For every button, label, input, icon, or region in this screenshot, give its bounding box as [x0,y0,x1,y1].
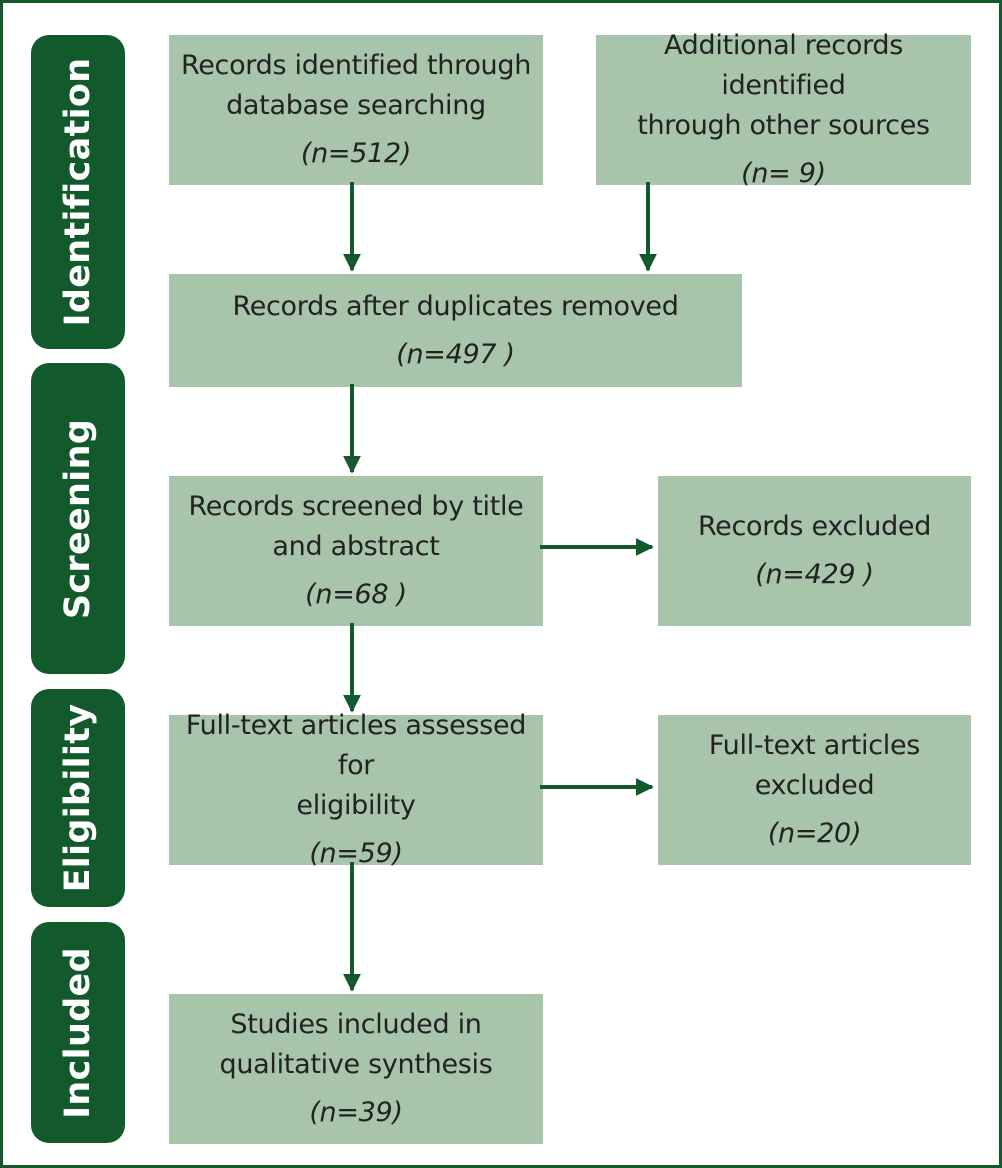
box-included-studies-count: (n=39) [309,1097,403,1128]
box-excluded-count: (n=429 ) [755,559,874,590]
box-other-sources-count: (n= 9) [741,158,826,189]
phase-eligibility: Eligibility [31,689,125,907]
box-fulltext-assessed-label: Full-text articles assessed for eligibil… [185,710,527,821]
box-other-sources-label: Additional records identified through ot… [637,30,930,141]
box-database-records-label: Records identified through database sear… [180,50,532,121]
box-other-sources: Additional records identified through ot… [596,30,971,189]
box-fulltext-assessed: Full-text articles assessed for eligibil… [169,710,543,869]
phase-screening: Screening [31,363,125,674]
phase-included: Included [31,922,125,1143]
box-screened-count: (n=68 ) [305,579,407,610]
box-duplicates-removed: Records after duplicates removed (n=497 … [169,274,742,387]
box-duplicates-removed-count: (n=497 ) [396,338,515,370]
box-fulltext-excluded-label: Full-text articles excluded [708,730,921,801]
box-duplicates-removed-label: Records after duplicates removed [232,290,679,322]
box-fulltext-assessed-count: (n=59) [309,838,403,869]
box-screened: Records screened by title and abstract (… [169,476,543,626]
phase-identification: Identification [31,35,125,349]
box-excluded: Records excluded (n=429 ) [658,476,971,626]
box-fulltext-excluded: Full-text articles excluded (n=20) [658,715,971,865]
box-included-studies: Studies included in qualitative synthesi… [169,994,543,1144]
box-included-studies-label: Studies included in qualitative synthesi… [219,1009,493,1080]
box-screened-label: Records screened by title and abstract [188,491,524,562]
box-excluded-label: Records excluded [697,511,932,542]
connector-arrows [343,182,657,992]
box-database-records-count: (n=512) [300,138,412,169]
box-database-records: Records identified through database sear… [169,35,543,185]
box-fulltext-excluded-count: (n=20) [767,818,862,849]
